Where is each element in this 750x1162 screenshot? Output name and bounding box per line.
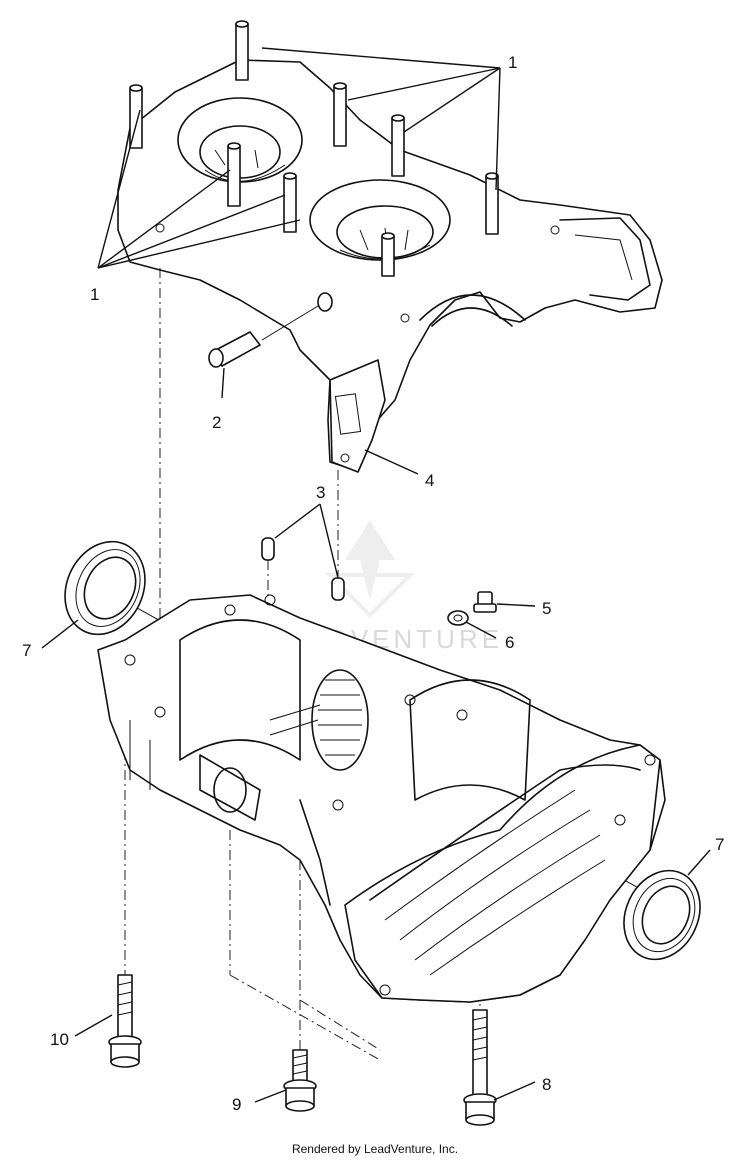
part-2-sleeve (208, 292, 333, 368)
callout-7-right: 7 (715, 835, 724, 854)
callout-leaders (41, 47, 711, 1103)
part-8-bolt (463, 1009, 497, 1126)
part-3-dowel-pin (261, 537, 275, 561)
cylinder-stud (485, 172, 499, 235)
cylinder-stud (333, 82, 347, 147)
callout-9: 9 (232, 1095, 241, 1114)
callout-5: 5 (542, 599, 551, 618)
callout-1-top: 1 (508, 53, 517, 72)
callout-4: 4 (425, 471, 434, 490)
crank-gear (269, 669, 369, 771)
callout-3: 3 (316, 483, 325, 502)
part-10-bolt (108, 974, 142, 1068)
part-5-plug (473, 591, 497, 613)
callout-10: 10 (50, 1030, 69, 1049)
part-6-washer (447, 610, 469, 626)
part-9-bolt (283, 1049, 317, 1112)
callout-7-left: 7 (22, 641, 31, 660)
footer-credit: Rendered by LeadVenture, Inc. (291, 1142, 459, 1156)
part-3-dowel-pin (331, 577, 345, 601)
leadventure-flame-logo (325, 520, 415, 618)
part-4-bracket (329, 359, 386, 473)
cylinder-stud (283, 172, 297, 233)
cylinder-stud (227, 142, 241, 207)
callout-6: 6 (505, 633, 514, 652)
callout-2: 2 (212, 413, 221, 432)
cylinder-stud (391, 114, 405, 177)
cylinder-stud (129, 84, 143, 149)
part-7-oil-seal (64, 540, 146, 636)
cylinder-stud (381, 232, 395, 277)
cylinder-stud (235, 20, 249, 81)
callout-1-left: 1 (90, 285, 99, 304)
lower-crankcase-half (97, 594, 666, 1003)
part-7-oil-seal (623, 869, 701, 961)
upper-crankcase-half (117, 20, 663, 471)
callout-8: 8 (542, 1075, 551, 1094)
callouts: 1 1 2 3 4 5 6 7 7 8 9 10 (22, 53, 724, 1114)
